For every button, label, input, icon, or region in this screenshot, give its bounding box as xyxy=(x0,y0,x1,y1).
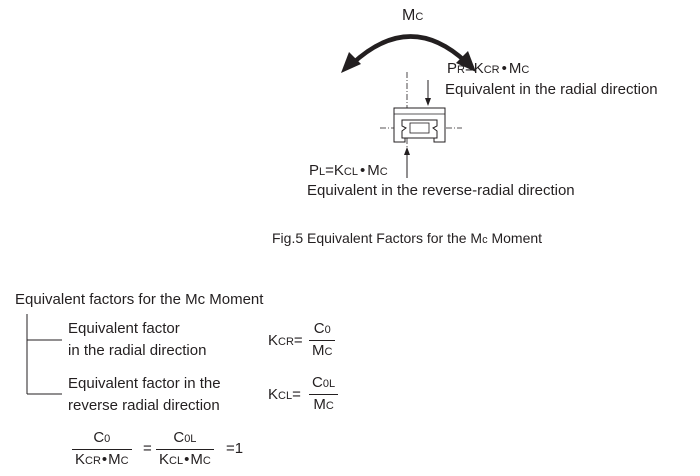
reverse-factor-label-2: reverse radial direction xyxy=(68,397,220,414)
kcr-lhs: KCR= xyxy=(268,332,303,349)
reverse-load-formula: PL=KCL•MC xyxy=(309,162,388,179)
equation-result: =1 xyxy=(226,440,244,457)
kcl-lhs: KCL= xyxy=(268,386,301,403)
reverse-factor-label-1: Equivalent factor in the xyxy=(68,375,221,392)
kcl-fraction: C0L MC xyxy=(309,374,339,415)
radial-factor-label-2: in the radial direction xyxy=(68,342,207,359)
moment-label: MC xyxy=(402,7,424,24)
figure-caption: Fig.5 Equivalent Factors for the Mc Mome… xyxy=(272,230,543,246)
equation-fraction-1: C0 KCR•MC xyxy=(72,429,132,470)
factors-heading: Equivalent factors for the Mc Moment xyxy=(15,291,264,308)
moment-arrowhead-right xyxy=(456,51,476,72)
reverse-load-text: Equivalent in the reverse-radial directi… xyxy=(307,182,575,199)
radial-factor-label-1: Equivalent factor xyxy=(68,320,180,337)
equation-equals: = xyxy=(143,440,152,457)
radial-load-formula: PR=KCR•MC xyxy=(447,60,530,77)
equation-fraction-2: C0L KCL•MC xyxy=(156,429,214,470)
moment-arc xyxy=(350,34,468,66)
radial-load-arrowhead xyxy=(425,98,431,106)
kcr-fraction: C0 MC xyxy=(309,320,336,361)
moment-arrowhead-left xyxy=(341,52,361,73)
radial-load-text: Equivalent in the radial direction xyxy=(445,81,658,98)
reverse-load-arrowhead xyxy=(404,147,410,155)
